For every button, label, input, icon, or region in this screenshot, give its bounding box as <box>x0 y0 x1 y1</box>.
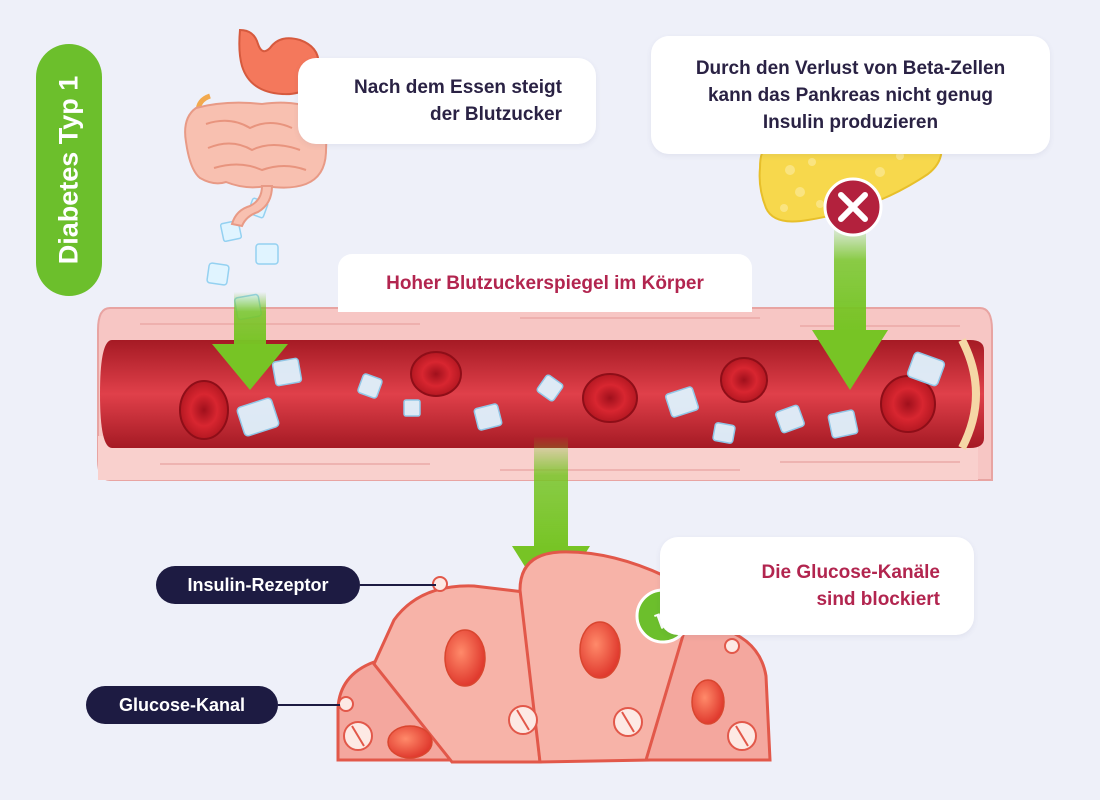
page-title: Diabetes Typ 1 <box>53 75 84 265</box>
beta-cells-line-1: Durch den Verlust von Beta-Zellen <box>695 57 1006 79</box>
food-sugar-line-1: Nach dem Essen steigt <box>353 77 562 98</box>
glucose-channel-label: Glucose-Kanal <box>118 694 246 715</box>
bubble-channels-blocked: Die Glucose-Kanäle sind blockiert <box>660 537 974 635</box>
glucose-channel-tag: Glucose-Kanal <box>86 686 278 724</box>
insulin-receptor-tag: Insulin-Rezeptor <box>156 566 360 604</box>
channels-blocked-line-2: sind blockiert <box>816 589 940 610</box>
red-blood-cells <box>179 351 936 440</box>
bubble-beta-cells: Durch den Verlust von Beta-Zellen kann d… <box>651 36 1050 154</box>
high-blood-sugar-label: Hoher Blutzuckerspiegel im Körper <box>386 272 704 294</box>
channels-blocked-line-1: Die Glucose-Kanäle <box>761 562 940 583</box>
arrow-food-to-blood <box>212 292 288 390</box>
bubble-food-sugar: Nach dem Essen steigt der Blutzucker <box>298 58 596 144</box>
title-pill: Diabetes Typ 1 <box>36 44 102 296</box>
bubble-high-blood-sugar: Hoher Blutzuckerspiegel im Körper <box>338 254 752 312</box>
arrow-pancreas-to-blood <box>812 222 888 390</box>
insulin-receptor-label: Insulin-Rezeptor <box>187 574 329 595</box>
beta-cells-line-2: kann das Pankreas nicht genug <box>707 84 994 106</box>
x-mark-icon <box>823 177 883 237</box>
glucose-channels <box>343 705 757 751</box>
beta-cells-line-3: Insulin produzieren <box>762 111 939 133</box>
food-sugar-line-2: der Blutzucker <box>430 104 562 125</box>
